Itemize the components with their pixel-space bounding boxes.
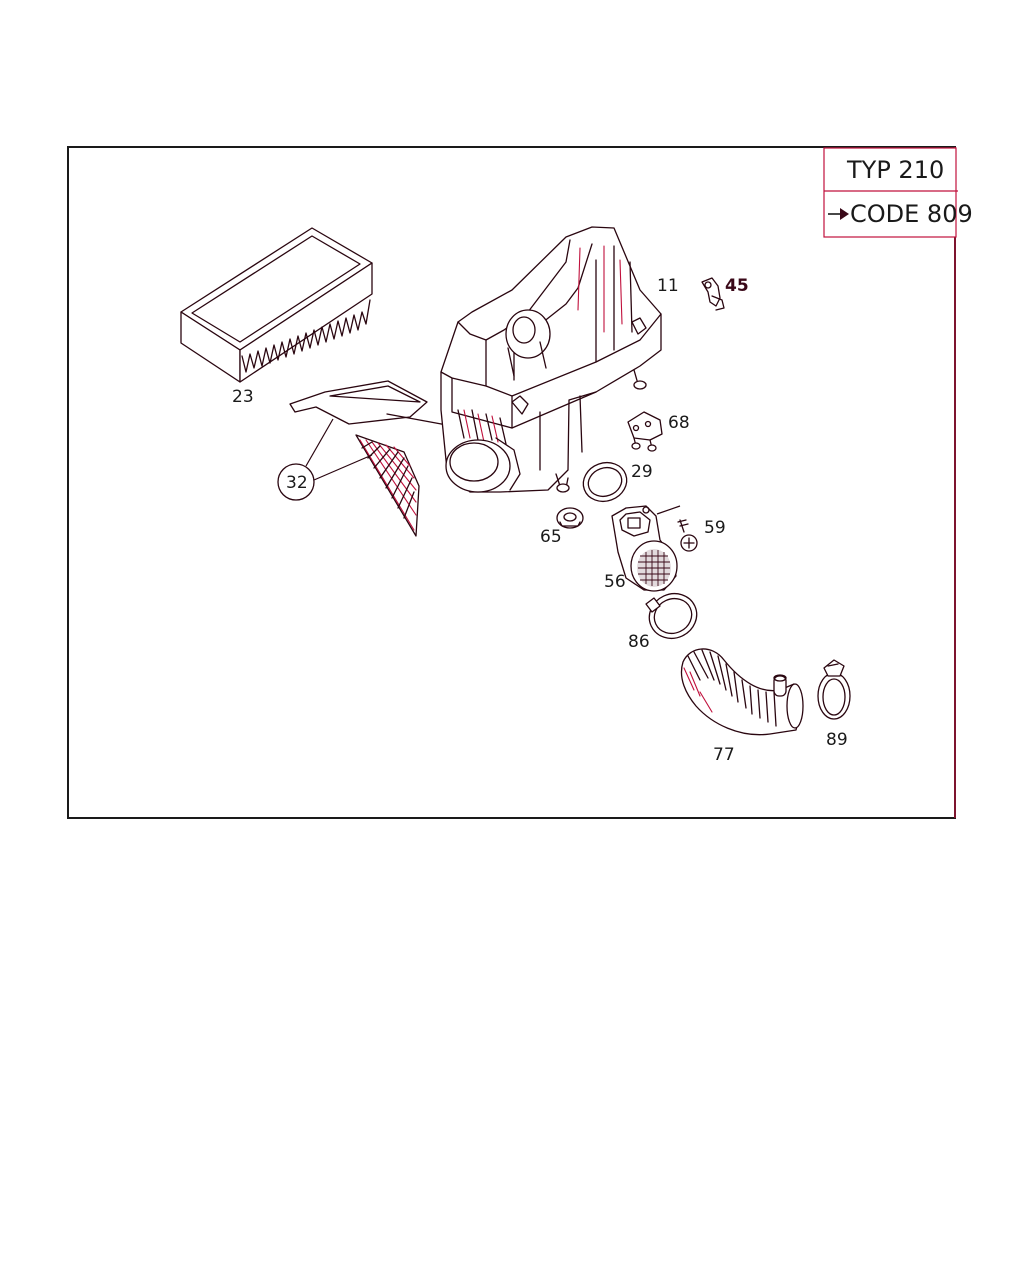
- part-59-screw[interactable]: [656, 505, 698, 552]
- callout-32: 32: [286, 473, 308, 493]
- part-32-mesh[interactable]: [355, 434, 420, 537]
- callout-65: 65: [540, 527, 562, 547]
- part-56-air-mass-sensor[interactable]: [611, 505, 678, 592]
- part-65-grommet[interactable]: [556, 507, 584, 529]
- callout-68: 68: [668, 413, 690, 433]
- callout-86: 86: [628, 632, 650, 652]
- model-label: TYP 210: [846, 156, 944, 184]
- code-label: CODE 809: [850, 200, 973, 228]
- arrow-icon: [828, 208, 849, 220]
- callout-32-bubble: [277, 418, 373, 501]
- part-89-hose-clamp[interactable]: [817, 659, 851, 720]
- part-45-clip[interactable]: [701, 277, 725, 311]
- callout-45: 45: [725, 276, 749, 296]
- part-23-air-filter-element[interactable]: [180, 227, 373, 383]
- callout-23: 23: [232, 387, 254, 407]
- callout-56: 56: [604, 572, 626, 592]
- part-29-o-ring[interactable]: [578, 457, 632, 508]
- callout-77: 77: [713, 745, 735, 765]
- part-77-intake-hose[interactable]: [680, 648, 804, 736]
- part-68-bracket[interactable]: [627, 411, 663, 452]
- callout-59: 59: [704, 518, 726, 538]
- callout-11: 11: [657, 276, 679, 296]
- callout-29: 29: [631, 462, 653, 482]
- part-32-plate[interactable]: [289, 380, 464, 429]
- part-11-air-filter-housing[interactable]: [440, 226, 662, 493]
- callout-89: 89: [826, 730, 848, 750]
- model-code-box: TYP 210 CODE 809: [823, 147, 973, 238]
- part-86-hose-clamp[interactable]: [642, 586, 704, 646]
